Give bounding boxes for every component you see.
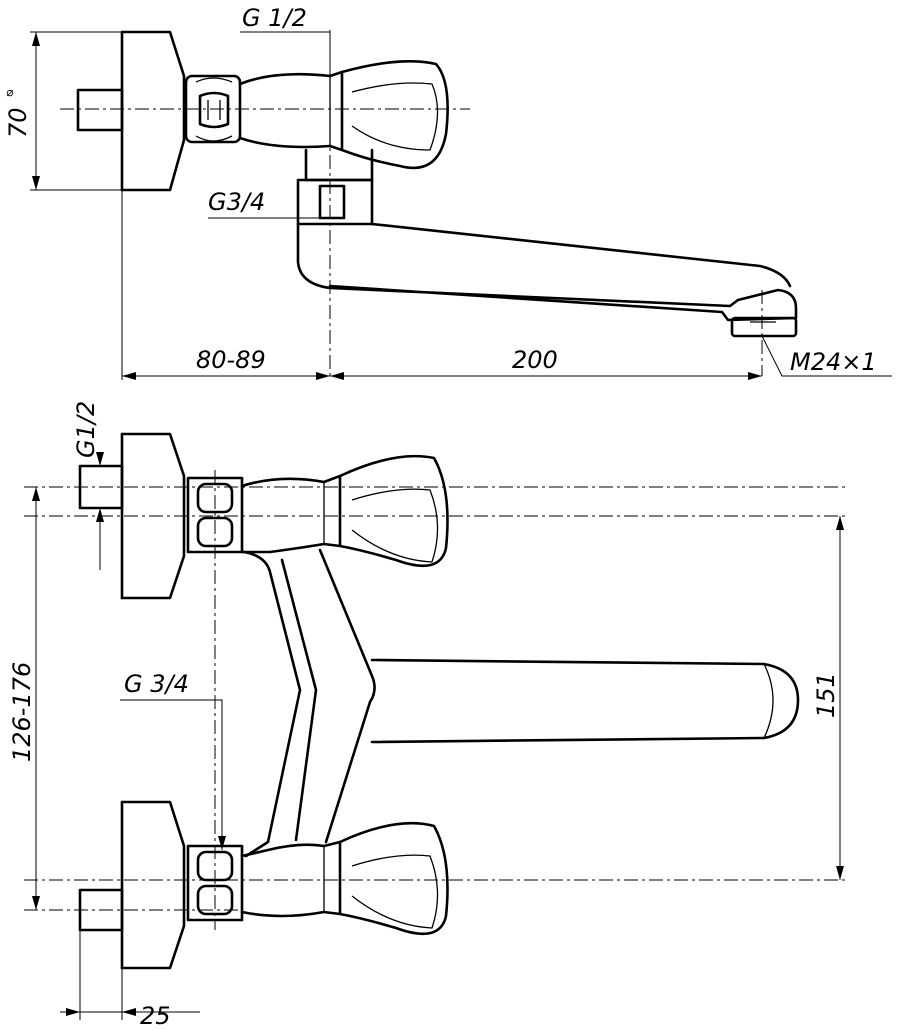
front-lower-body [240,840,342,918]
front-upper-handle [323,454,449,568]
front-riser [242,548,376,858]
front-lower-handle [323,821,449,936]
front-spout [370,658,800,744]
front-lower-flange [120,800,186,970]
front-view [24,432,846,1020]
label-top-inlet-thread: G 1/2 [242,4,307,32]
label-front-inlet-thread: G1/2 [72,401,100,458]
label-flange-projection: 25 [140,1002,171,1030]
label-top-flange-diameter: 70 [4,107,32,138]
top-view [30,30,892,380]
label-offset-range: 80-89 [196,346,266,374]
top-body-neck [238,70,344,152]
top-wall-flange [120,30,186,192]
top-spout-base [296,148,374,226]
label-center-distance-range: 126-176 [8,662,36,762]
top-spout [296,222,798,338]
label-front-connection-thread: G 3/4 [124,670,189,698]
top-handle [329,60,449,170]
top-inlet-stub [76,88,124,132]
label-handle-spacing: 151 [812,672,840,718]
label-aerator-thread: M24×1 [790,348,877,376]
label-top-outlet-thread: G3/4 [208,188,265,216]
diameter-symbol: ⌀ [6,85,14,99]
label-spout-reach: 200 [512,346,558,374]
